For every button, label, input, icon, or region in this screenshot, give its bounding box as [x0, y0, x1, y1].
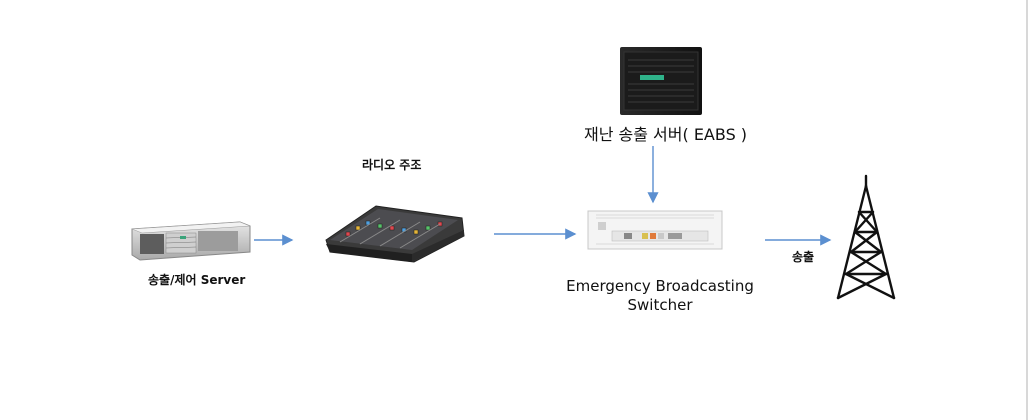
- rack-switcher-icon: [587, 210, 723, 250]
- eabs-label: 재난 송출 서버( EABS ): [584, 125, 748, 144]
- rack-server-icon: [131, 221, 251, 261]
- audio-mixing-console-icon: [325, 205, 465, 263]
- tower-server-icon: [620, 47, 702, 115]
- transmission-tower-icon: [836, 174, 896, 300]
- switcher-label-line2: Switcher: [627, 296, 693, 314]
- switcher-label-line1: Emergency Broadcasting: [566, 277, 754, 295]
- console-label: 라디오 주조: [362, 158, 422, 172]
- server-label: 송출/제어 Server: [148, 273, 246, 287]
- switcher-label: Emergency Broadcasting Switcher: [560, 277, 760, 315]
- output-label: 송출: [792, 250, 815, 264]
- right-edge-divider: [1026, 0, 1028, 420]
